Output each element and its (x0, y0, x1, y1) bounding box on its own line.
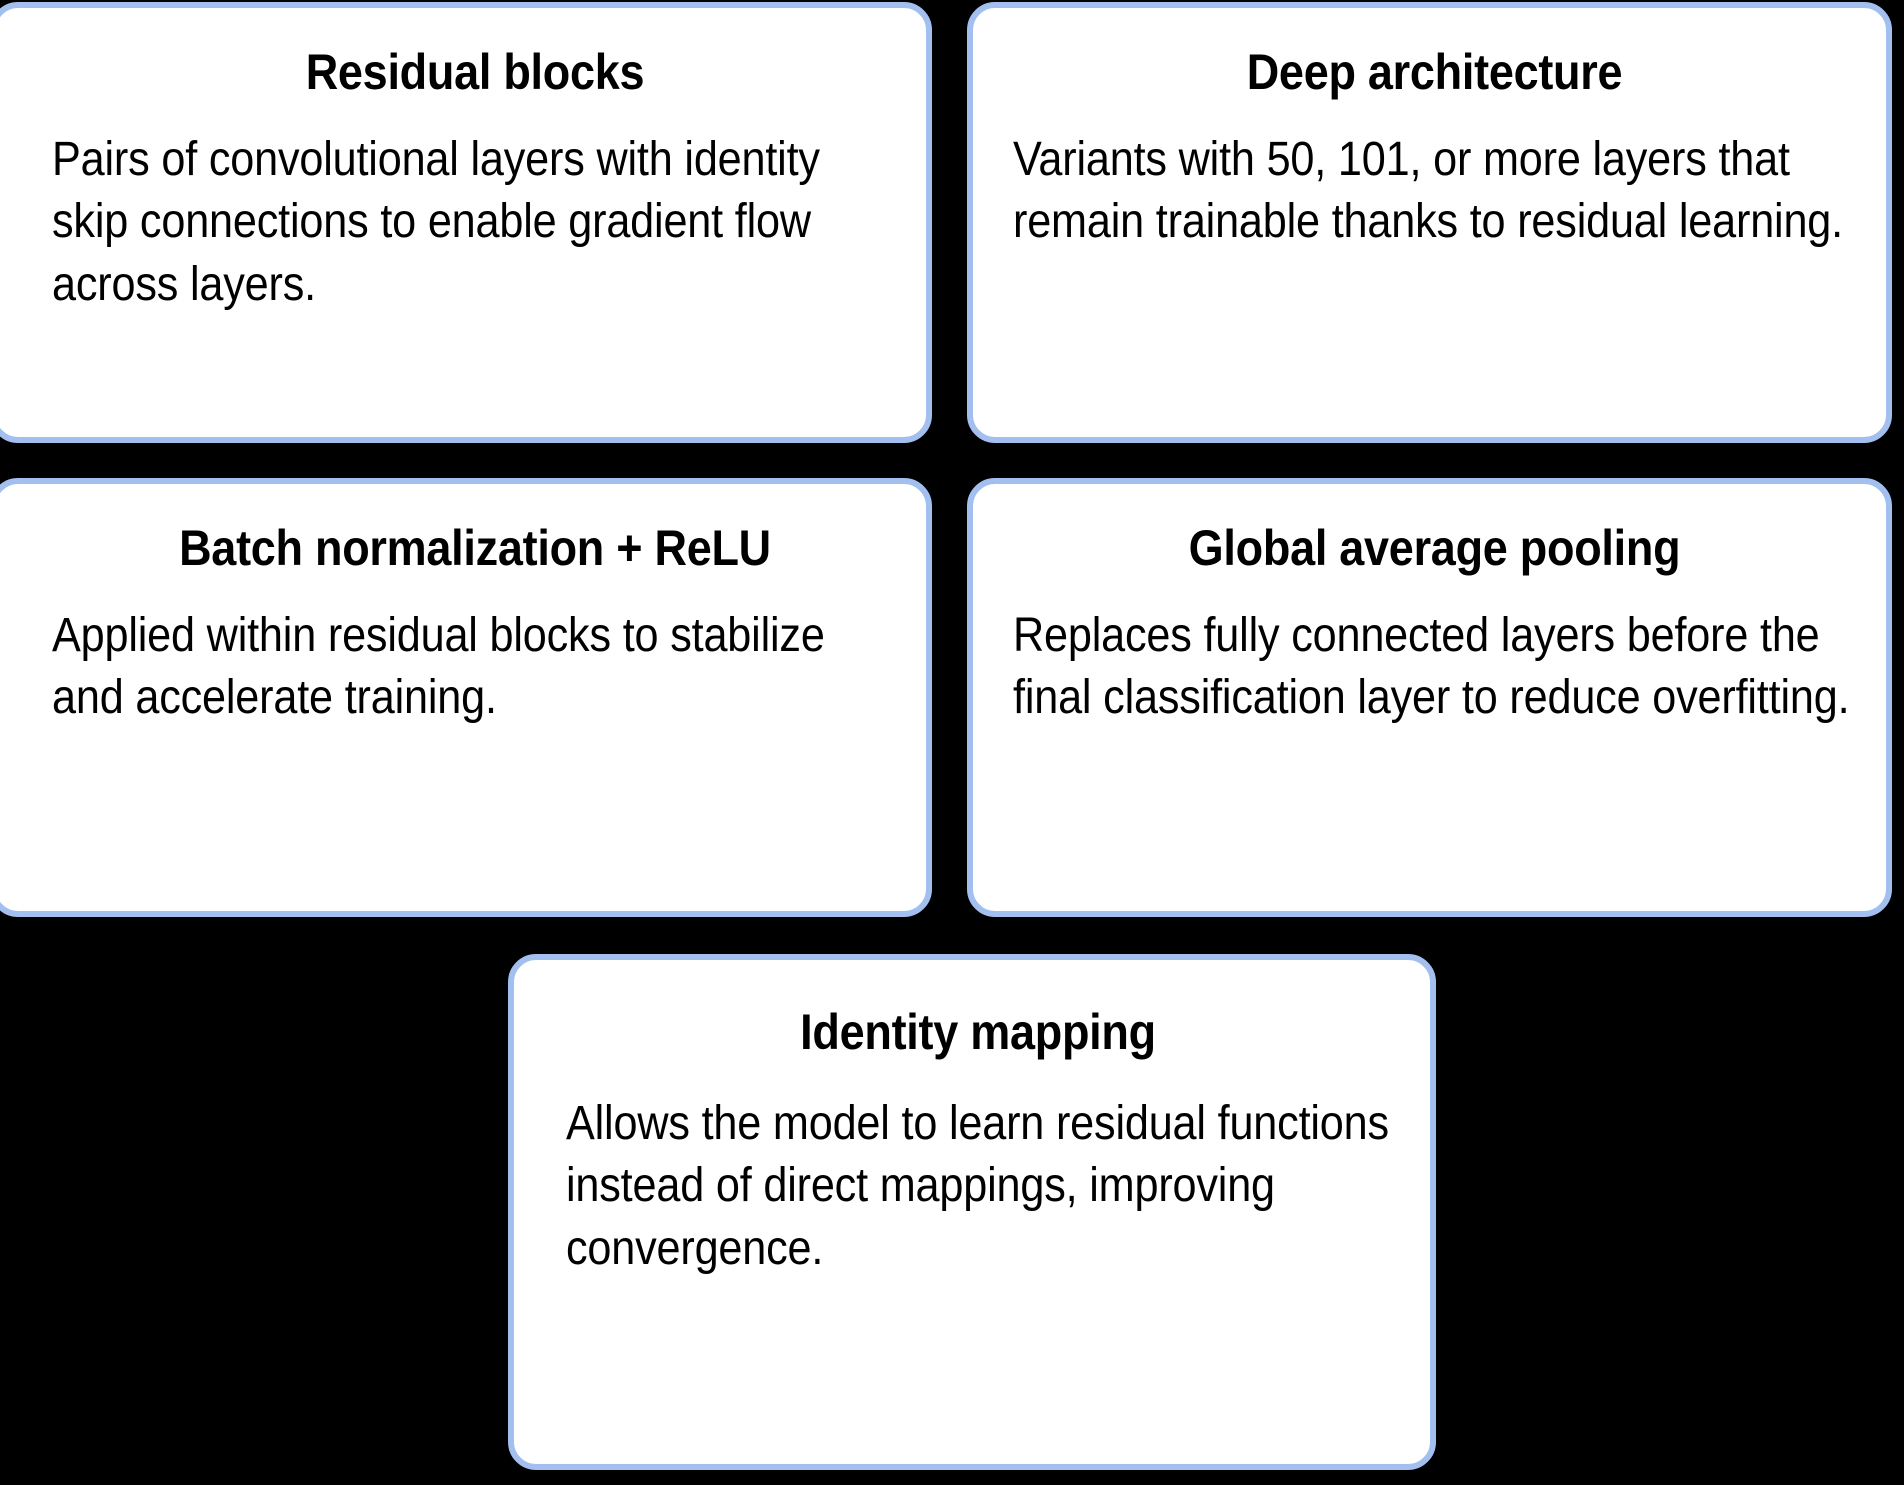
card-title: Deep architecture (1246, 44, 1623, 100)
card-content: Global average pooling Replaces fully co… (973, 484, 1886, 911)
card-deep-architecture[interactable]: Deep architecture Variants with 50, 101,… (967, 2, 1892, 443)
card-content: Identity mapping Allows the model to lea… (514, 960, 1430, 1464)
card-batch-normalization-relu[interactable]: Batch normalization + ReLU Applied withi… (0, 478, 932, 917)
card-residual-blocks[interactable]: Residual blocks Pairs of convolutional l… (0, 2, 932, 443)
card-identity-mapping[interactable]: Identity mapping Allows the model to lea… (508, 954, 1436, 1470)
card-body-text: Replaces fully connected layers before t… (1013, 609, 1850, 725)
card-content: Residual blocks Pairs of convolutional l… (0, 8, 926, 437)
card-body-text: Variants with 50, 101, or more layers th… (1013, 133, 1843, 249)
card-title: Identity mapping (800, 1004, 1156, 1060)
card-title: Residual blocks (305, 44, 645, 100)
card-content: Batch normalization + ReLU Applied withi… (0, 484, 926, 911)
card-body-text: Allows the model to learn residual funct… (566, 1097, 1389, 1275)
card-content: Deep architecture Variants with 50, 101,… (973, 8, 1886, 437)
card-body-text: Applied within residual blocks to stabil… (52, 609, 825, 725)
card-title: Batch normalization + ReLU (179, 520, 771, 576)
card-title: Global average pooling (1188, 520, 1681, 576)
card-body-text: Pairs of convolutional layers with ident… (52, 133, 820, 311)
card-global-average-pooling[interactable]: Global average pooling Replaces fully co… (967, 478, 1892, 917)
